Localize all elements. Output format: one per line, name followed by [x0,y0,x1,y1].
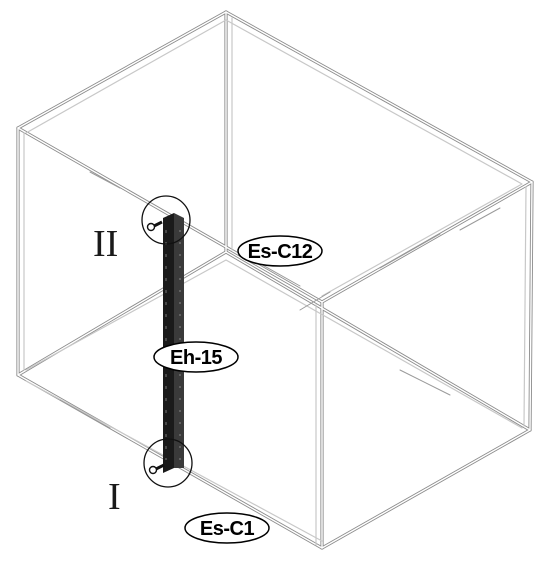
part-label-upper-rail: Es-C12 [248,241,313,263]
part-callout-lower-rail: Es-C1 [184,512,270,544]
vertical-post [163,213,184,473]
part-label-vertical-post: Eh-15 [170,347,222,369]
part-callout-vertical-post: Eh-15 [153,341,239,373]
part-callout-upper-rail: Es-C12 [237,235,323,267]
part-label-lower-rail: Es-C1 [200,518,255,540]
cabinet-frame [16,10,534,550]
step-label-bottom: I [108,476,121,518]
detail-circle-top [141,195,191,245]
screw-icon-top [146,220,163,232]
detail-circle-bottom [143,438,193,488]
step-label-top: II [93,223,118,265]
screw-icon-bottom [148,463,165,475]
